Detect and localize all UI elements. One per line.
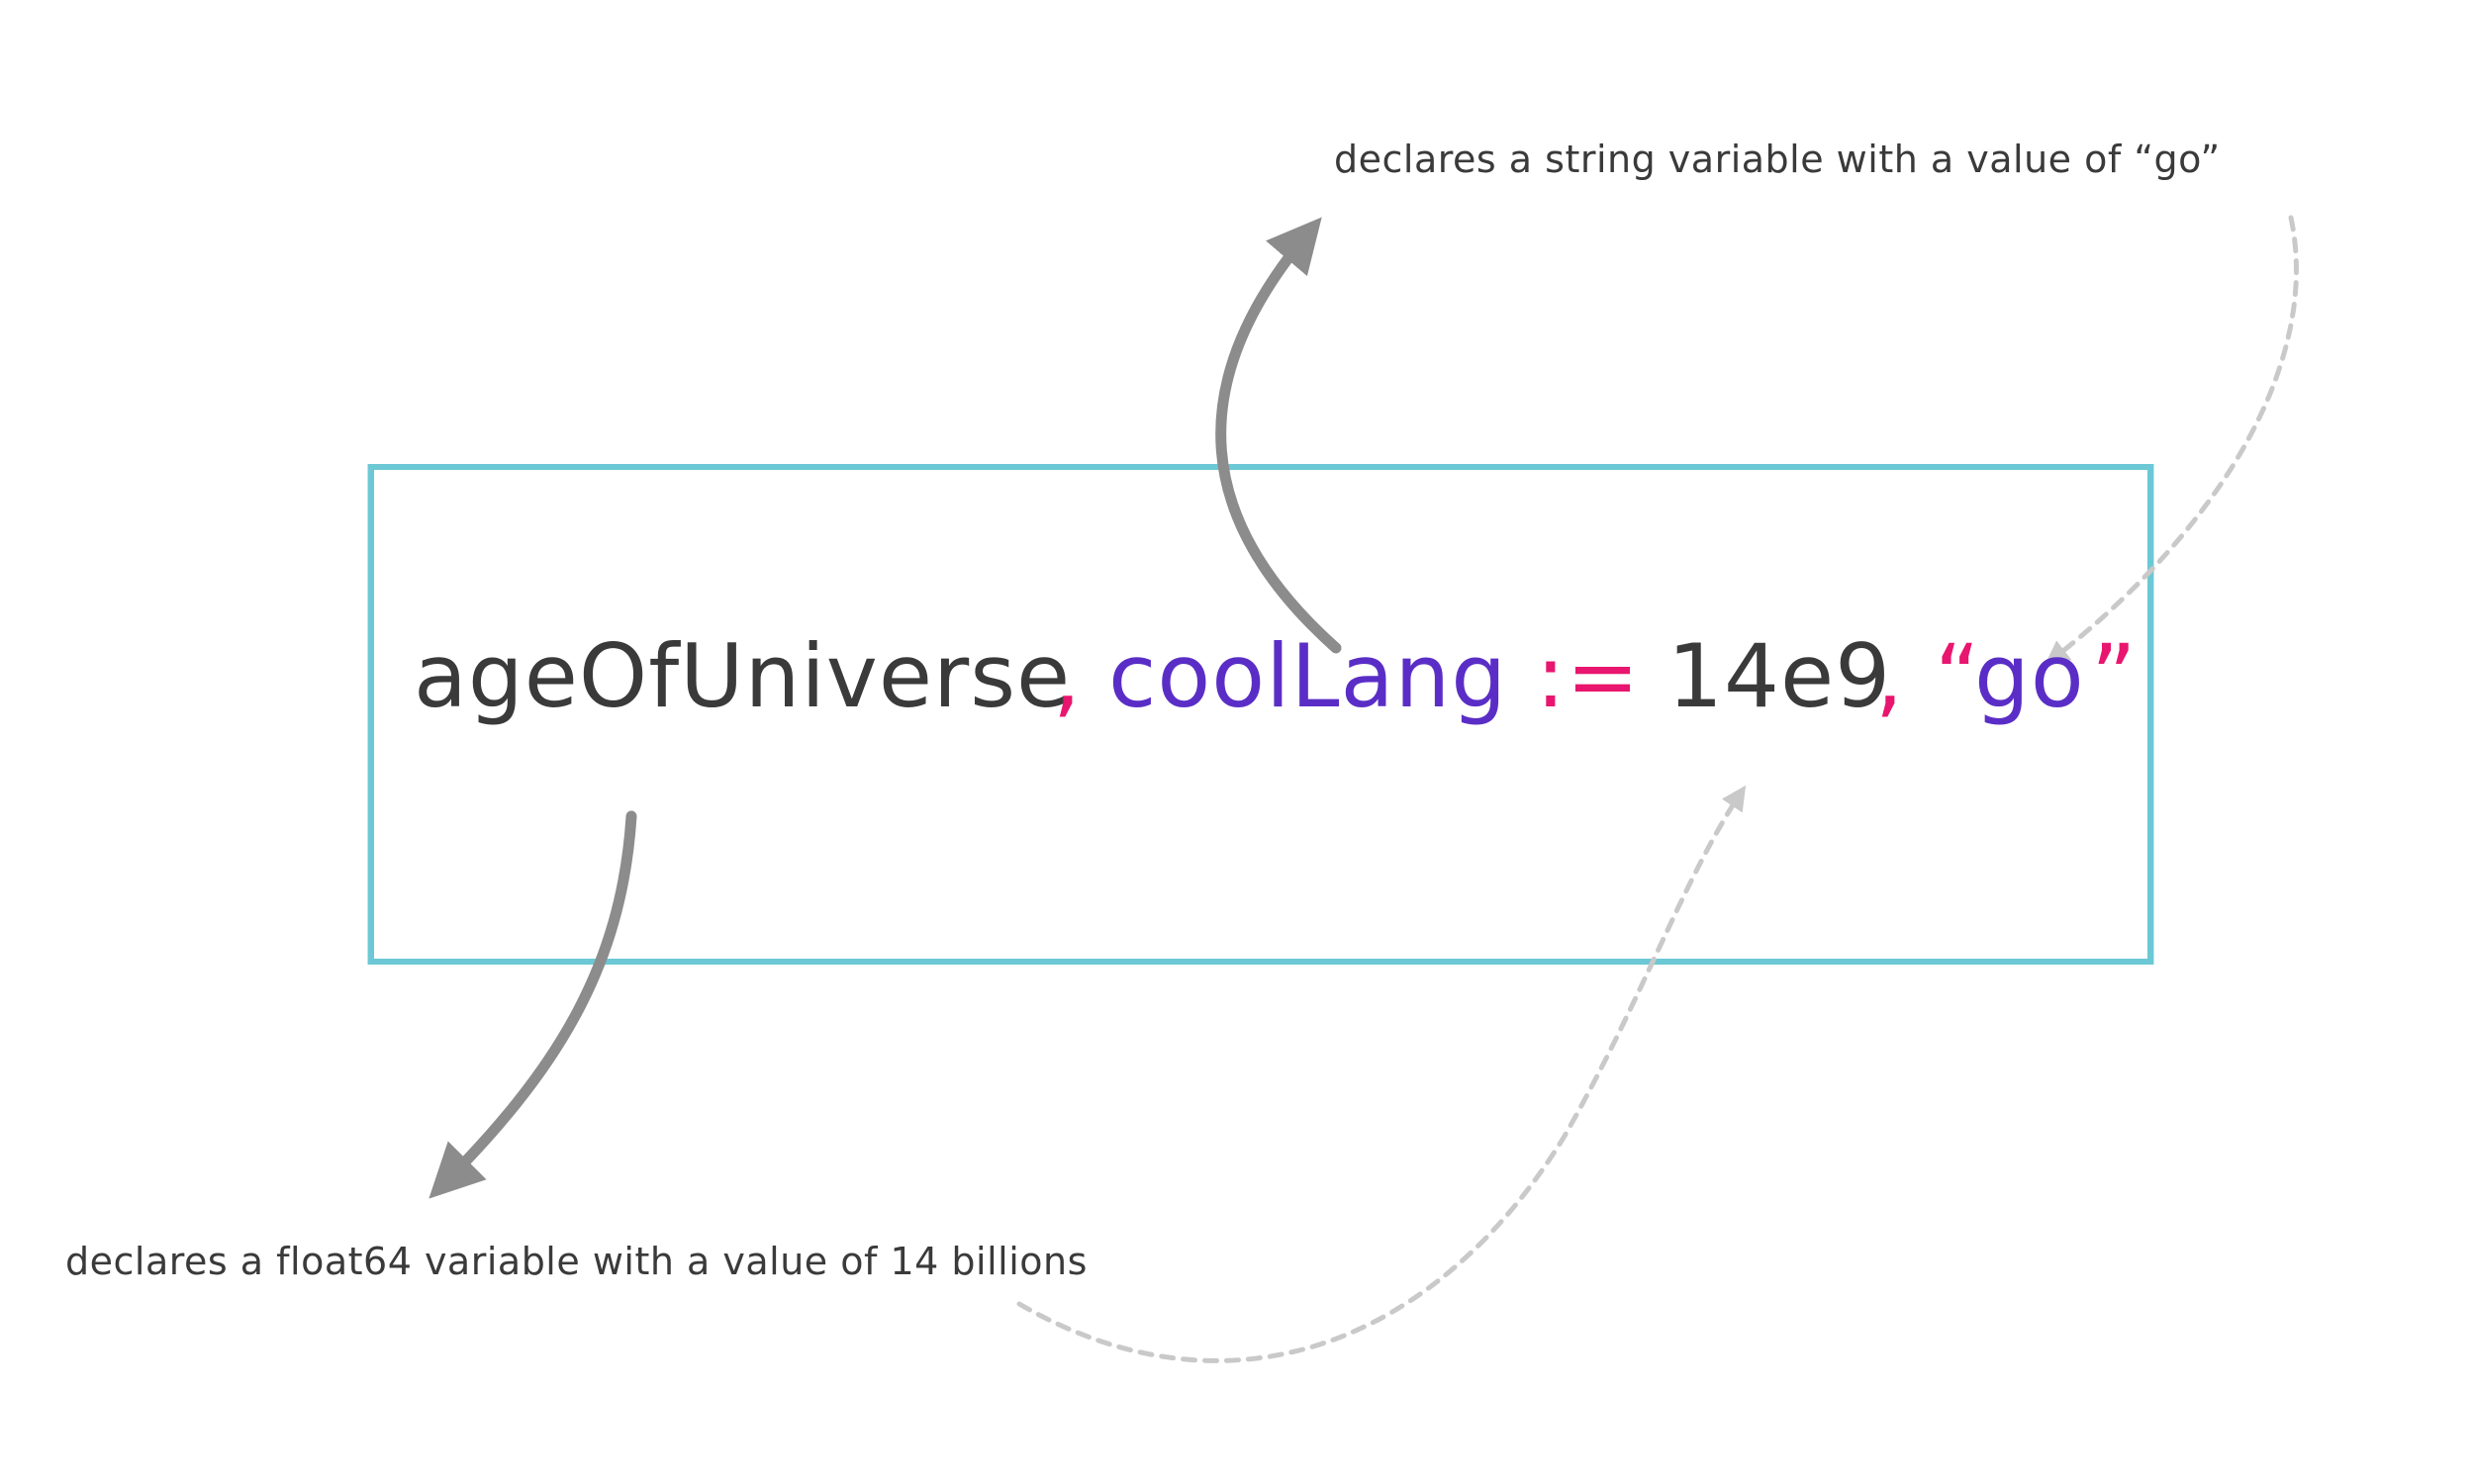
solid-arrow-to-float-note: [428, 810, 637, 1199]
short-declaration-operator: :=: [1536, 625, 1641, 727]
comma-separator: ,: [1875, 625, 1904, 727]
identifier-age-of-universe: ageOfUniverse: [414, 625, 1072, 727]
dashed-arrow-to-go: [2045, 215, 2299, 666]
number-literal: 14e9: [1667, 625, 1892, 727]
string-literal: go: [1974, 625, 2085, 727]
solid-arrow-to-string-note: [1215, 217, 1342, 654]
identifier-cool-lang: coolLang: [1108, 625, 1508, 727]
comma-separator: ,: [1053, 625, 1082, 727]
string-variable-annotation: declares a string variable with a value …: [1334, 138, 2221, 181]
open-quote: “: [1935, 625, 1981, 727]
code-box: [367, 464, 2154, 965]
close-quote: ”: [2091, 625, 2138, 727]
float-variable-annotation: declares a float64 variable with a value…: [65, 1240, 1088, 1283]
dashed-arrow-to-number: [1016, 785, 1747, 1363]
